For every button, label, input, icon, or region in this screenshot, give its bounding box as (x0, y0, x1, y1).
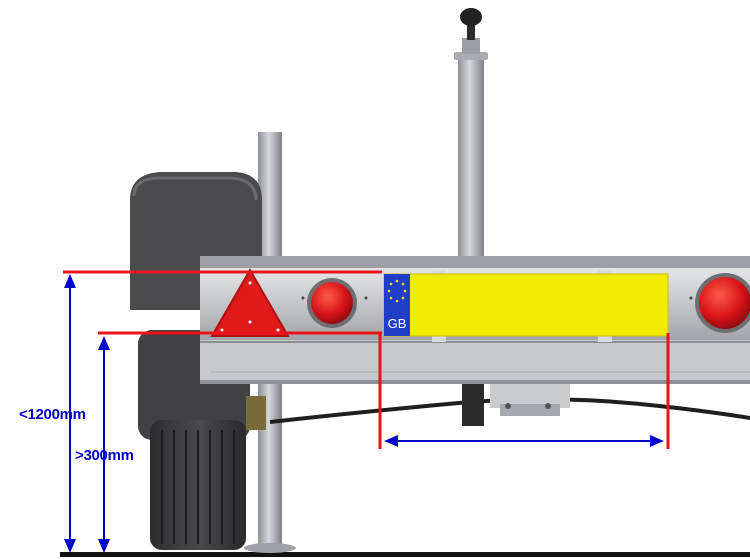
plate-country-code: GB (387, 316, 407, 331)
max-height-label: <1200mm (19, 406, 86, 423)
eu-band (384, 274, 410, 336)
underside-cable (269, 380, 750, 426)
dimension-arrows (64, 274, 664, 553)
warning-triangle-reflector (210, 267, 290, 337)
rear-lamp-right (695, 273, 750, 333)
number-plate (383, 273, 669, 337)
ground-line (60, 552, 750, 557)
min-height-label: >300mm (75, 447, 134, 464)
rear-lamp-left (307, 278, 357, 328)
jockey-wheel-stem (454, 8, 488, 264)
height-reference-lines (63, 270, 670, 449)
